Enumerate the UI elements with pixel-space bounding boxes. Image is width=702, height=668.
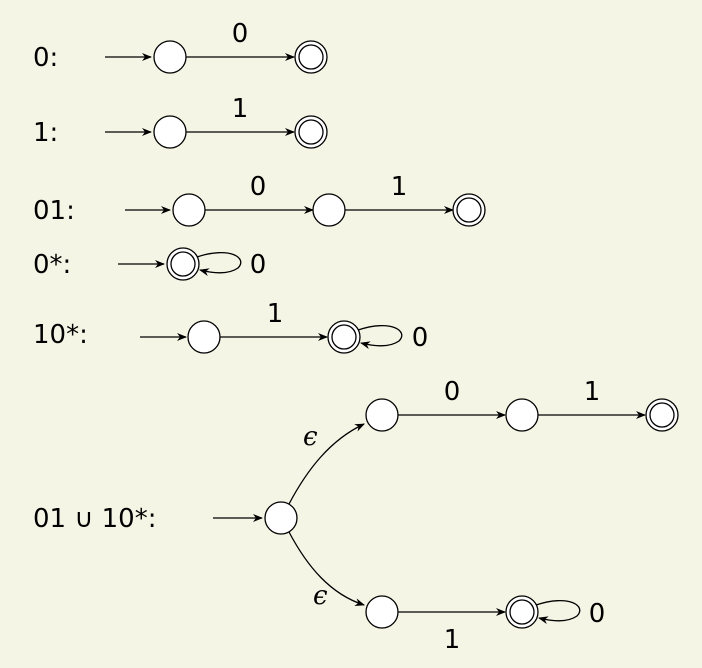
epsilon-arrow-lower: [288, 531, 365, 607]
accept-state: [327, 320, 361, 354]
epsilon-arrow-upper: [288, 423, 365, 505]
transition-label: 1: [267, 299, 284, 329]
diagram-01: 01: 0 1: [33, 172, 486, 227]
epsilon-label-upper: ϵ: [303, 422, 318, 452]
transition-label: 1: [391, 172, 408, 202]
self-loop-arrow: [357, 325, 403, 350]
start-state: [153, 40, 187, 74]
regex-label: 10*:: [33, 320, 88, 350]
regex-label: 01 ∪ 10*:: [33, 504, 157, 534]
transition-label: 1: [444, 625, 461, 655]
diagram-union: 01 ∪ 10*: ϵ 0 1 ϵ 1 0: [33, 377, 679, 655]
accept-ring: [456, 197, 482, 223]
loop-label: 0: [589, 599, 606, 629]
accept-state: [294, 40, 328, 74]
transition-label: 0: [444, 377, 461, 407]
transition-label: 1: [584, 377, 601, 407]
diagram-0-star: 0*: 0: [33, 247, 267, 281]
accept-state: [452, 193, 486, 227]
start-state: [172, 193, 206, 227]
middle-state: [312, 193, 346, 227]
lower-state-1: [365, 595, 399, 629]
accept-state: [294, 115, 328, 149]
accept-ring: [331, 324, 357, 350]
start-state: [187, 320, 221, 354]
transition-label: 0: [250, 172, 267, 202]
start-state: [153, 115, 187, 149]
regex-label: 1:: [33, 118, 58, 148]
lower-accept-state: [505, 595, 539, 629]
transition-label: 1: [232, 94, 249, 124]
self-loop-arrow: [196, 252, 242, 277]
accept-ring: [298, 44, 324, 70]
accept-ring: [649, 402, 675, 428]
diagram-10-star: 10*: 1 0: [33, 299, 429, 354]
start-state: [264, 501, 298, 535]
regex-label: 0*:: [33, 250, 71, 280]
accept-state: [166, 247, 200, 281]
diagram-0: 0: 0: [33, 19, 328, 74]
regex-label: 0:: [33, 43, 58, 73]
regex-label: 01:: [33, 196, 75, 226]
accept-ring: [509, 599, 535, 625]
upper-accept-state: [645, 398, 679, 432]
accept-ring: [170, 251, 196, 277]
accept-ring: [298, 119, 324, 145]
upper-state-2: [505, 398, 539, 432]
loop-label: 0: [250, 250, 267, 280]
upper-state-1: [365, 398, 399, 432]
transition-label: 0: [232, 19, 249, 49]
self-loop-arrow: [535, 600, 581, 625]
diagram-1: 1: 1: [33, 94, 328, 149]
epsilon-label-lower: ϵ: [313, 581, 328, 611]
loop-label: 0: [412, 323, 429, 353]
